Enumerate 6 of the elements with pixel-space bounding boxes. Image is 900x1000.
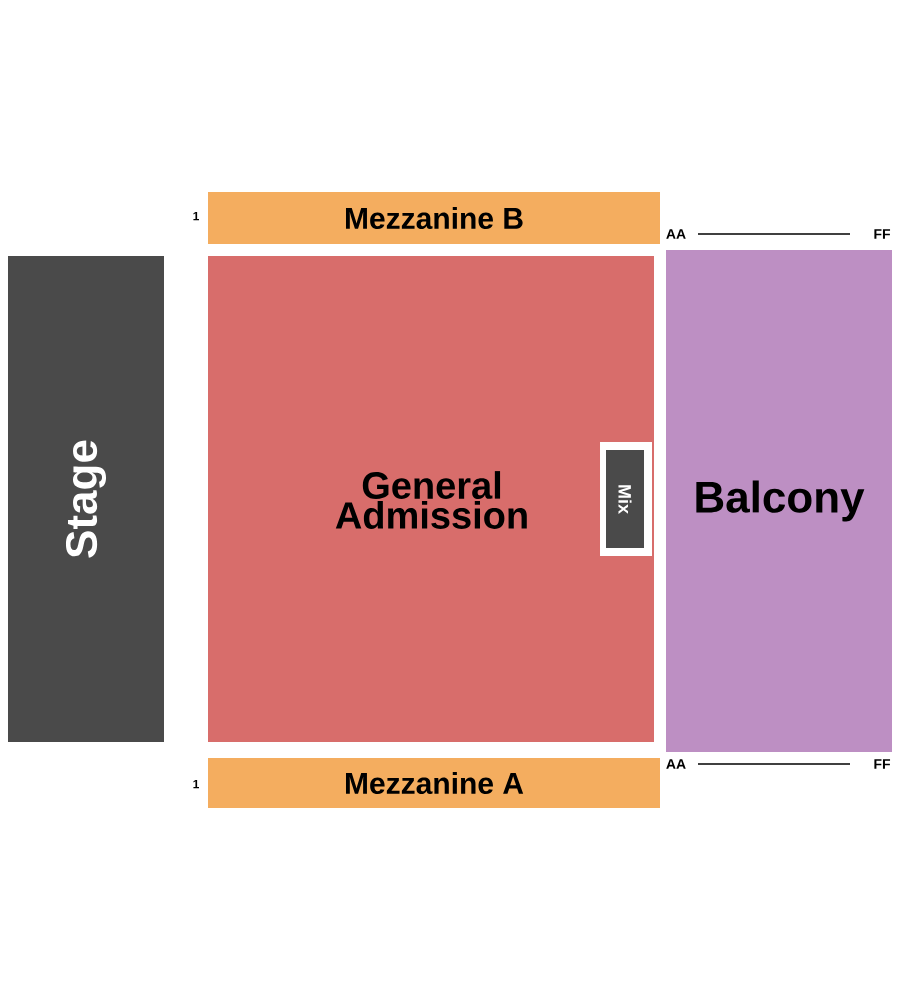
section-block: Mezzanine A xyxy=(208,758,660,808)
section-block: Balcony xyxy=(666,250,892,752)
stage-block: Stage xyxy=(8,256,164,742)
mix-booth: Mix xyxy=(600,442,652,556)
section-block: Mezzanine B xyxy=(208,192,660,244)
node-label: Mix xyxy=(618,485,632,514)
